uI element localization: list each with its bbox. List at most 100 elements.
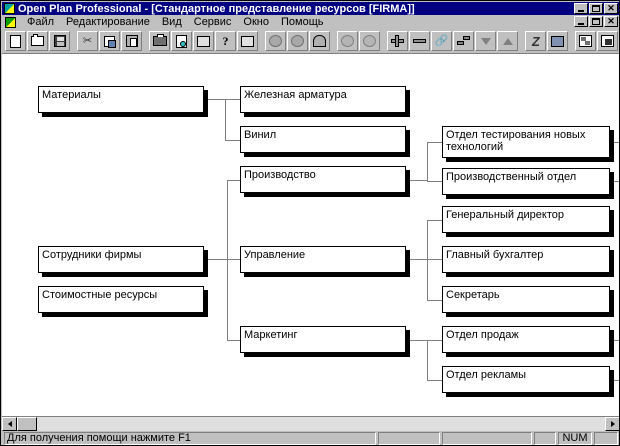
tree-connector — [225, 99, 240, 100]
resource-node-marketing[interactable]: Маркетинг — [240, 326, 406, 353]
window-controls: ✕ — [574, 3, 618, 14]
resource-node-materialy[interactable]: Материалы — [38, 86, 204, 113]
print-preview-button[interactable] — [171, 31, 192, 51]
resource-cost-icon — [363, 35, 376, 47]
child-close-button[interactable]: ✕ — [604, 16, 618, 27]
network-view-button[interactable] — [575, 31, 596, 51]
resource-node-sekretar[interactable]: Секретарь — [442, 286, 610, 313]
child-restore-button[interactable] — [589, 16, 603, 27]
zoom-button[interactable]: Z — [525, 31, 546, 51]
new-file-button[interactable] — [5, 31, 26, 51]
promote-button[interactable] — [497, 31, 518, 51]
cut-button[interactable]: ✂ — [77, 31, 98, 51]
resource-oval-icon — [269, 35, 282, 47]
resource-node-stoimostnye[interactable]: Стоимостные ресурсы — [38, 286, 204, 313]
resource-person-icon — [291, 35, 304, 47]
scrollbar-track[interactable] — [17, 417, 605, 431]
resource-node-upravlenie[interactable]: Управление — [240, 246, 406, 273]
menu-item-view[interactable]: Вид — [161, 15, 182, 28]
horizontal-scrollbar[interactable] — [2, 416, 619, 431]
status-num-indicator: NUM — [558, 432, 592, 445]
paste-button[interactable] — [121, 31, 142, 51]
resource-node-otdel-reklamy[interactable]: Отдел рекламы — [442, 366, 610, 393]
tree-connector — [611, 181, 619, 182]
properties-icon — [197, 35, 210, 47]
resource-node-vinil[interactable]: Винил — [240, 126, 406, 153]
wizard-button[interactable] — [237, 31, 258, 51]
copy-icon — [104, 35, 116, 48]
tree-connector — [407, 180, 427, 181]
open-file-button[interactable] — [27, 31, 48, 51]
resource-node-zh-armatura[interactable]: Железная арматура — [240, 86, 406, 113]
tree-connector — [205, 259, 227, 260]
resource-node-proizv-otdel[interactable]: Производственный отдел — [442, 168, 610, 195]
minimize-icon — [578, 9, 584, 12]
title-bar: Open Plan Professional - [Стандартное пр… — [2, 2, 619, 15]
resource-skill-icon — [341, 35, 354, 47]
help-icon: ? — [222, 34, 229, 48]
restore-layout-button[interactable] — [597, 31, 618, 51]
tree-connector — [427, 340, 428, 380]
restore-button[interactable] — [589, 3, 603, 14]
scroll-right-button[interactable] — [605, 417, 619, 431]
resource-node-sotrudniki[interactable]: Сотрудники фирмы — [38, 246, 204, 273]
resource-cost-button[interactable] — [359, 31, 380, 51]
resource-pool-button[interactable] — [309, 31, 330, 51]
new-file-icon — [10, 34, 21, 48]
properties-button[interactable] — [193, 31, 214, 51]
add-button[interactable] — [387, 31, 408, 51]
tree-connector — [611, 142, 619, 143]
status-bar: Для получения помощи нажмите F1 NUM — [2, 431, 619, 445]
tree-connector — [427, 300, 442, 301]
grid-view-button[interactable] — [547, 31, 568, 51]
menu-item-help[interactable]: Помощь — [280, 15, 324, 28]
resource-node-otdel-test[interactable]: Отдел тестирования новых технологий — [442, 126, 610, 158]
tree-connector — [225, 140, 240, 141]
link-button[interactable]: 🔗 — [431, 31, 452, 51]
demote-icon — [480, 37, 491, 45]
copy-button[interactable] — [99, 31, 120, 51]
wizard-icon — [241, 35, 254, 47]
menu-item-edit[interactable]: Редактирование — [66, 15, 150, 28]
demote-button[interactable] — [475, 31, 496, 51]
add-icon — [391, 35, 404, 47]
restore-layout-icon — [601, 35, 614, 47]
tree-connector — [427, 259, 442, 260]
application-icon — [4, 3, 15, 14]
resource-skill-button[interactable] — [337, 31, 358, 51]
tree-connector — [227, 259, 240, 260]
menu-item-tools[interactable]: Сервис — [193, 15, 232, 28]
resource-node-otdel-prodazh[interactable]: Отдел продаж — [442, 326, 610, 353]
save-icon — [53, 35, 66, 47]
document-icon[interactable] — [5, 16, 16, 28]
menu-item-file[interactable]: Файл — [27, 15, 55, 28]
remove-button[interactable] — [409, 31, 430, 51]
scroll-left-button[interactable] — [2, 417, 17, 431]
tree-connector — [427, 340, 442, 341]
resource-oval-button[interactable] — [265, 31, 286, 51]
zoom-icon: Z — [530, 33, 541, 49]
resource-node-proizvodstvo[interactable]: Производство — [240, 166, 406, 193]
close-button[interactable]: ✕ — [604, 3, 618, 14]
remove-icon — [413, 35, 426, 47]
resource-node-gl-buhgalter[interactable]: Главный бухгалтер — [442, 246, 610, 273]
menu-item-window[interactable]: Окно — [243, 15, 269, 28]
resource-node-gen-direktor[interactable]: Генеральный директор — [442, 206, 610, 233]
status-pane-c — [534, 432, 556, 445]
minimize-button[interactable] — [574, 3, 588, 14]
print-button[interactable] — [149, 31, 170, 51]
child-minimize-button[interactable] — [574, 16, 588, 27]
print-icon — [152, 34, 167, 46]
scroll-thumb[interactable] — [17, 417, 37, 431]
steps-button[interactable] — [453, 31, 474, 51]
open-file-icon — [31, 34, 44, 46]
close-icon: ✕ — [607, 3, 615, 13]
tree-connector — [227, 180, 228, 340]
help-button[interactable]: ? — [215, 31, 236, 51]
save-button[interactable] — [49, 31, 70, 51]
status-pane-b — [442, 432, 532, 445]
tree-connector — [611, 340, 619, 341]
resource-person-button[interactable] — [287, 31, 308, 51]
